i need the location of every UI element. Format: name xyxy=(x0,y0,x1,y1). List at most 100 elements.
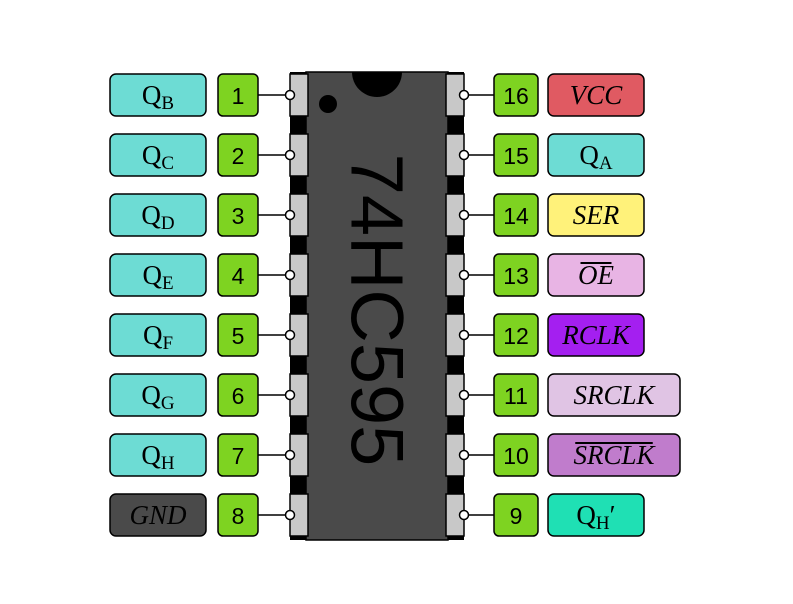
pin-number: 11 xyxy=(504,383,528,409)
pin-contact xyxy=(284,389,296,401)
pin-label: QH xyxy=(141,440,175,474)
pin-contact xyxy=(284,509,296,521)
pin-label: QH′ xyxy=(576,500,615,534)
pin-number: 7 xyxy=(232,443,245,469)
pin-9: 9 QH′ xyxy=(445,493,645,537)
pin-number-box xyxy=(217,373,259,417)
pin-14: 14 SER xyxy=(445,193,645,237)
pin-label: SER xyxy=(573,200,620,230)
pin-5: 5QF xyxy=(109,313,309,357)
pin-6: 6 QG xyxy=(109,373,309,417)
pin-label: GND xyxy=(129,500,187,530)
pin-contact xyxy=(458,89,470,101)
chip-notch xyxy=(352,72,402,97)
pin-label-box xyxy=(547,373,681,417)
pin-number: 2 xyxy=(232,143,245,169)
pin-contact xyxy=(458,149,470,161)
pin-label-box xyxy=(547,193,645,237)
pin-number-box xyxy=(493,73,539,117)
pin-number: 16 xyxy=(503,83,529,109)
pin-number: 5 xyxy=(232,323,245,349)
pin-2: 2 QC xyxy=(109,133,309,177)
pin-contact xyxy=(284,209,296,221)
pin-13: 13 OE xyxy=(445,253,645,297)
pin-label: SRCLK xyxy=(573,380,656,410)
pin-number: 8 xyxy=(232,503,245,529)
pin-contact xyxy=(284,149,296,161)
pin-number: 13 xyxy=(503,263,529,289)
pin-number-box xyxy=(493,373,539,417)
pin-number-box xyxy=(217,253,259,297)
pin-label: QD xyxy=(141,200,174,234)
chip-pin-strip-left xyxy=(290,72,308,540)
pin-contact xyxy=(458,269,470,281)
pin-number-box xyxy=(493,133,539,177)
pins-right: 16 VCC 15 QA 14 SER 13 OE 12 RCLK 11 SRCLK 10 SRCLK 9 Q… xyxy=(445,73,681,537)
pin-11: 11 SRCLK xyxy=(445,373,681,417)
pin-contact xyxy=(284,329,296,341)
chip: 74HC595 xyxy=(290,71,464,541)
pin-label-box xyxy=(547,253,645,297)
pin-label-box xyxy=(547,313,645,357)
pin-number-box xyxy=(217,73,259,117)
pin-12: 12 RCLK xyxy=(445,313,645,357)
pin-contact xyxy=(458,389,470,401)
pin-label: RCLK xyxy=(561,320,632,350)
pin-label-box xyxy=(547,133,645,177)
pin-number-box xyxy=(493,313,539,357)
pin-label: VCC xyxy=(570,80,624,110)
pins-left: 1 QB 2 QC 3 QD 4 QE 5QF 6 QG 7 QH 8 GND xyxy=(109,73,309,537)
pin-label-box xyxy=(109,493,207,537)
pin-label: QE xyxy=(142,260,173,294)
chip-pin-strip-right xyxy=(446,72,464,540)
pin-label-box xyxy=(109,253,207,297)
pin-number: 4 xyxy=(232,263,245,289)
chip-name: 74HC595 xyxy=(336,154,419,467)
pin-label-box xyxy=(109,313,207,357)
pin-label-box xyxy=(547,493,645,537)
pin-contact xyxy=(458,329,470,341)
pin-number-box xyxy=(217,133,259,177)
pin-number-box xyxy=(217,433,259,477)
pin-contact xyxy=(284,269,296,281)
pin-number-box xyxy=(493,253,539,297)
pin-number: 14 xyxy=(503,203,529,229)
pin-label: QG xyxy=(141,380,175,414)
pin-number: 12 xyxy=(503,323,529,349)
pin-number: 6 xyxy=(232,383,245,409)
pin-label: QB xyxy=(142,80,174,114)
pin-label: OE xyxy=(578,260,614,290)
pin-label-box xyxy=(109,433,207,477)
pin-3: 3 QD xyxy=(109,193,309,237)
pin-contact xyxy=(458,509,470,521)
pin-contact xyxy=(284,89,296,101)
pin-label: QC xyxy=(142,140,174,174)
pin-number: 15 xyxy=(503,143,529,169)
pin-contact xyxy=(458,209,470,221)
pin-label: QA xyxy=(579,140,613,174)
pin-4: 4 QE xyxy=(109,253,309,297)
chip-body xyxy=(305,71,449,541)
pin-number-box xyxy=(217,193,259,237)
pin-number: 9 xyxy=(510,503,523,529)
pin-1: 1 QB xyxy=(109,73,309,117)
pin-number: 10 xyxy=(503,443,529,469)
pin-8: 8 GND xyxy=(109,493,309,537)
pin-number-box xyxy=(493,193,539,237)
pin-16: 16 VCC xyxy=(445,73,645,117)
pin-number-box xyxy=(217,493,259,537)
pin-label-box xyxy=(109,373,207,417)
pin-number: 1 xyxy=(232,83,245,109)
pin-7: 7 QH xyxy=(109,433,309,477)
pin-number-box xyxy=(493,493,539,537)
pin-label-box xyxy=(109,193,207,237)
pin-label-box xyxy=(547,433,681,477)
pin-label-box xyxy=(547,73,645,117)
pin-number: 3 xyxy=(232,203,245,229)
pin-contact xyxy=(284,449,296,461)
pin-number-box xyxy=(217,313,259,357)
pin-15: 15 QA xyxy=(445,133,645,177)
pin-label-box xyxy=(109,73,207,117)
pin1-marker-dot xyxy=(319,95,337,113)
